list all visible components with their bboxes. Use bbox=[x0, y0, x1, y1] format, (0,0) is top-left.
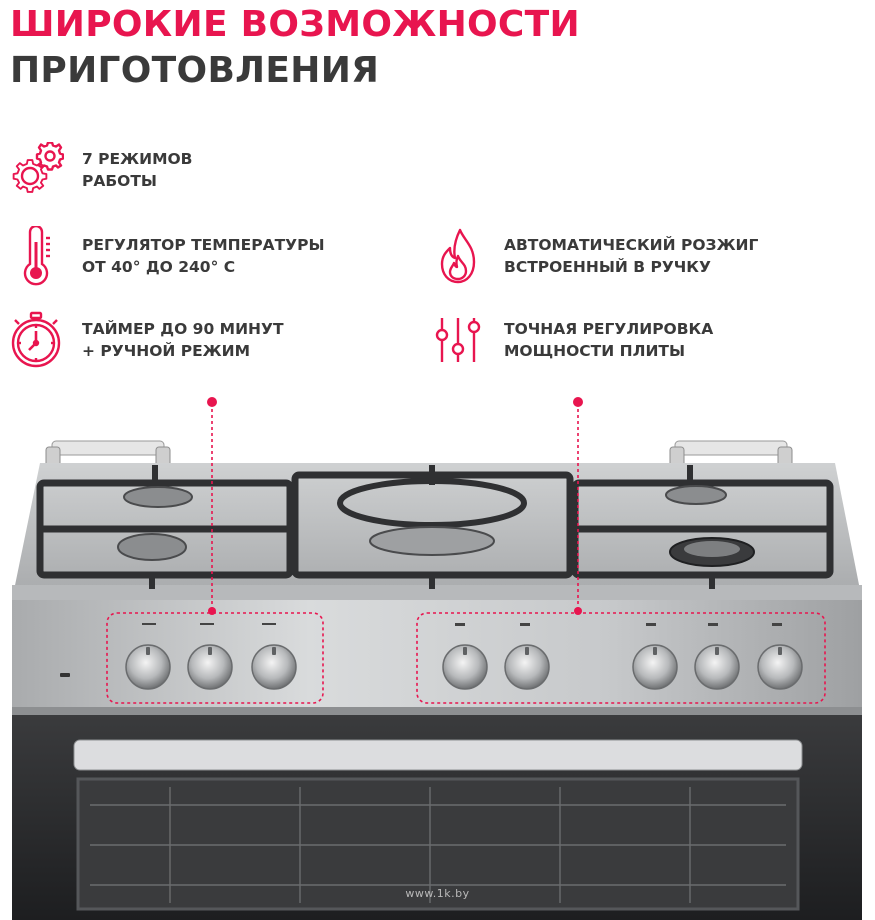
feature-text: РЕГУЛЯТОР ТЕМПЕРАТУРЫ ОТ 40° ДО 240° С bbox=[82, 236, 325, 276]
feature-text: АВТОМАТИЧЕСКИЙ РОЗЖИГ ВСТРОЕННЫЙ В РУЧКУ bbox=[504, 236, 759, 276]
sliders-icon bbox=[430, 310, 486, 370]
feature-text: ТАЙМЕР ДО 90 МИНУТ + РУЧНОЙ РЕЖИМ bbox=[82, 320, 284, 360]
feature-text: 7 РЕЖИМОВ РАБОТЫ bbox=[82, 150, 193, 190]
flame-icon bbox=[430, 226, 486, 286]
feature-ignition: АВТОМАТИЧЕСКИЙ РОЗЖИГ ВСТРОЕННЫЙ В РУЧКУ bbox=[430, 226, 758, 286]
feature-modes: 7 РЕЖИМОВ РАБОТЫ bbox=[8, 140, 193, 200]
stopwatch-icon bbox=[8, 310, 64, 370]
title-line-1: ШИРОКИЕ ВОЗМОЖНОСТИ bbox=[10, 4, 580, 45]
gears-icon bbox=[8, 140, 64, 200]
feature-timer: ТАЙМЕР ДО 90 МИНУТ + РУЧНОЙ РЕЖИМ bbox=[8, 310, 284, 370]
page-title: ШИРОКИЕ ВОЗМОЖНОСТИ ПРИГОТОВЛЕНИЯ bbox=[10, 2, 580, 94]
stove-image bbox=[12, 397, 862, 920]
thermometer-icon bbox=[8, 226, 64, 286]
watermark: www.1k.by bbox=[405, 887, 470, 900]
feature-temperature: РЕГУЛЯТОР ТЕМПЕРАТУРЫ ОТ 40° ДО 240° С bbox=[8, 226, 325, 286]
feature-power: ТОЧНАЯ РЕГУЛИРОВКА МОЩНОСТИ ПЛИТЫ bbox=[430, 310, 713, 370]
feature-text: ТОЧНАЯ РЕГУЛИРОВКА МОЩНОСТИ ПЛИТЫ bbox=[504, 320, 714, 360]
title-line-2: ПРИГОТОВЛЕНИЯ bbox=[10, 50, 380, 91]
